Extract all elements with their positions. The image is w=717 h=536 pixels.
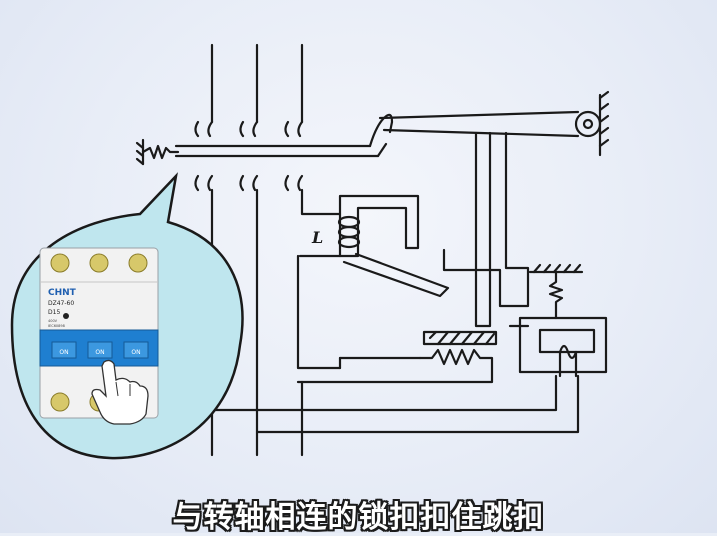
model-number: DZ47-60 bbox=[48, 300, 74, 307]
standard-label: IEC60898 bbox=[48, 324, 65, 328]
return-spring bbox=[135, 138, 180, 166]
rating-label: D15 bbox=[48, 309, 60, 316]
pointing-hand-icon bbox=[91, 359, 149, 425]
handle-2[interactable] bbox=[87, 341, 113, 359]
certification-mark bbox=[63, 313, 69, 319]
handle-3[interactable] bbox=[123, 341, 149, 359]
lower-contacts bbox=[194, 174, 304, 192]
handle-3-label: ON bbox=[131, 349, 140, 356]
handle-1[interactable] bbox=[51, 341, 77, 359]
shunt-release bbox=[518, 263, 608, 378]
handle-2-label: ON bbox=[95, 349, 104, 356]
voltage-label: 400V bbox=[48, 319, 58, 323]
miniature-circuit-breaker: CHNT DZ47-60 D15 400V IEC60898 ON ON ON bbox=[39, 247, 159, 425]
handle-1-label: ON bbox=[59, 349, 68, 356]
latch-mechanism bbox=[442, 131, 530, 328]
video-subtitle: 与转轴相连的锁扣扣住跳扣 bbox=[172, 500, 545, 535]
upper-contacts bbox=[194, 120, 304, 138]
top-terminals bbox=[50, 253, 148, 273]
coil-label: L bbox=[311, 228, 323, 247]
contact-rod bbox=[174, 90, 610, 158]
brand-logo: CHNT bbox=[48, 288, 77, 298]
bottom-wiring bbox=[210, 374, 580, 457]
electromagnetic-release bbox=[296, 194, 450, 370]
thermal-release bbox=[296, 330, 498, 384]
